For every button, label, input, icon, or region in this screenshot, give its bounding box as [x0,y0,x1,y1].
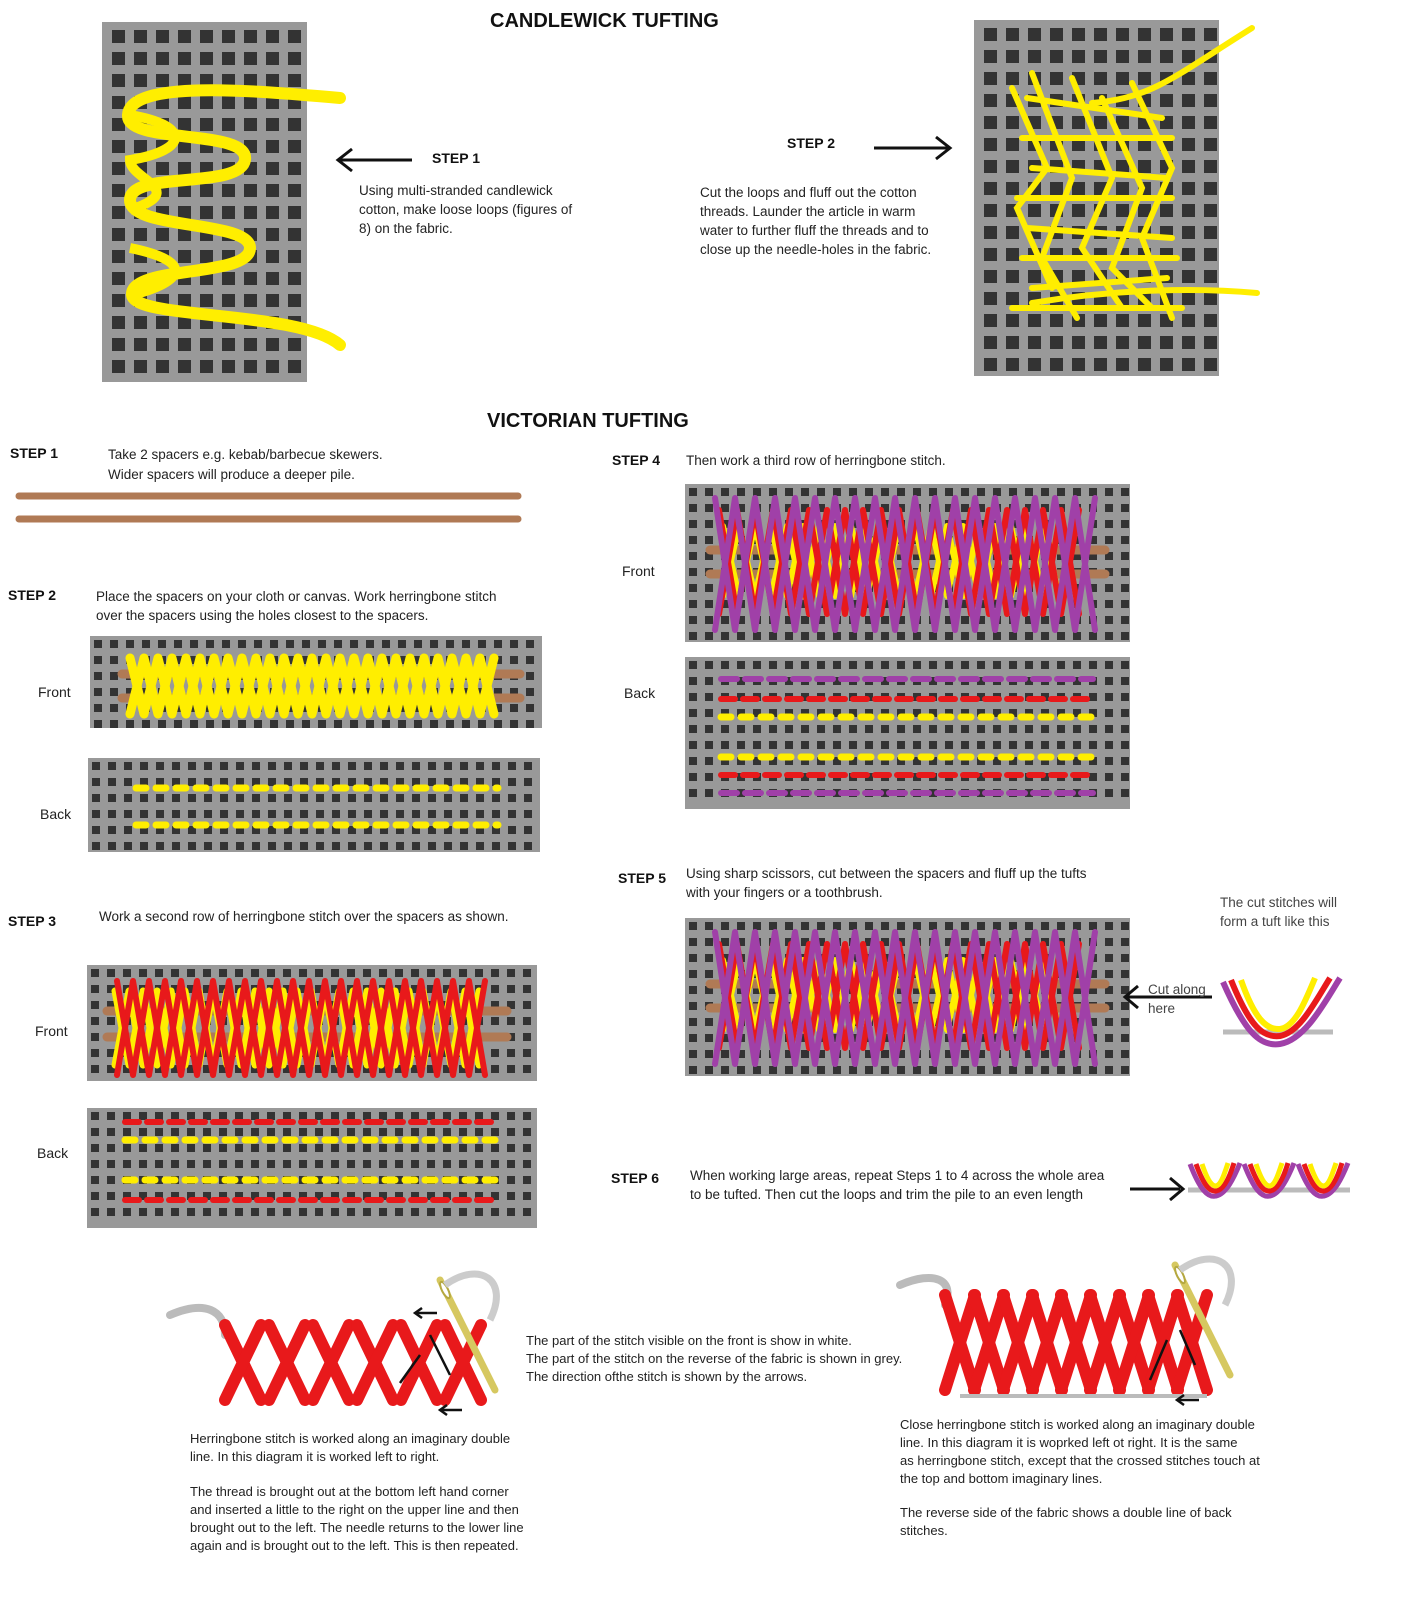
cut-arrow [1122,984,1212,1010]
cw-step1-label: STEP 1 [432,150,480,166]
chb-desc-b2: stitches. [900,1523,948,1538]
legend-line-1: The part of the stitch visible on the fr… [526,1333,852,1348]
close-herringbone-diagram [896,1255,1235,1407]
step4-back-canvas [685,657,1130,809]
vt-step3-label: STEP 3 [8,913,56,929]
vt-step2-line1: Place the spacers on your cloth or canva… [96,589,497,604]
victorian-title: VICTORIAN TUFTING [487,410,689,432]
hb-desc-b1: The thread is brought out at the bottom … [190,1484,509,1499]
vt-step6-line2: to be tufted. Then cut the loops and tri… [690,1187,1084,1202]
herringbone-diagram [166,1270,500,1417]
s2-back-label: Back [40,806,72,822]
step3-back-canvas [87,1108,537,1228]
step4-front-canvas [685,484,1130,642]
step5-canvas [685,918,1130,1076]
vt-step2-line2: over the spacers using the holes closest… [96,608,429,623]
step6-arrow [1130,1176,1186,1202]
step3-front-canvas [87,965,537,1081]
vt-step4-text: Then work a third row of herringbone sti… [686,453,946,468]
vt-step5-label: STEP 5 [618,870,666,886]
cw-step2-text: Cut the loops and fluff out the cotton t… [700,185,932,257]
tuft-label-2: form a tuft like this [1220,914,1330,929]
chb-desc-a1: Close herringbone stitch is worked along… [900,1417,1255,1432]
s3-front-label: Front [35,1023,68,1039]
step6-tufts [1187,1162,1351,1199]
hb-desc-b4: again and is brought out to the left. Th… [190,1538,519,1553]
vt-step5-line1: Using sharp scissors, cut between the sp… [686,866,1087,881]
chb-desc-a2: line. In this diagram it is woprked left… [900,1435,1238,1450]
candlewick-step2-canvas [974,20,1260,376]
cut-label-2: here [1148,1001,1176,1016]
s2-front-label: Front [38,684,71,700]
hb-desc-b3: brought out to the left. The needle retu… [190,1520,524,1535]
chb-desc-a4: the top and bottom imaginary lines. [900,1471,1103,1486]
chb-desc-a3: as herringbone stitch, except that the c… [900,1453,1260,1468]
vt-step6-line1: When working large areas, repeat Steps 1… [690,1168,1105,1183]
chb-desc-b1: The reverse side of the fabric shows a d… [900,1505,1232,1520]
vt-step1-line1: Take 2 spacers e.g. kebab/barbecue skewe… [108,447,383,462]
cw-step1-arrow [335,147,412,173]
vt-step6-label: STEP 6 [611,1170,659,1186]
hb-desc-a1: Herringbone stitch is worked along an im… [190,1431,511,1446]
cw-step2-label: STEP 2 [787,135,835,151]
candlewick-step1-canvas [102,22,346,382]
vt-step1-line2: Wider spacers will produce a deeper pile… [108,467,355,482]
cut-label-1: Cut along [1148,982,1206,997]
s3-back-label: Back [37,1145,69,1161]
tuft-label-1: The cut stitches will [1220,895,1338,910]
vt-step3-text: Work a second row of herringbone stitch … [99,909,509,924]
hb-desc-b2: and inserted a little to the right on th… [190,1502,519,1517]
s4-front-label: Front [622,563,655,579]
step2-back-canvas [88,758,540,852]
legend-line-3: The direction ofthe stitch is shown by t… [526,1369,808,1384]
step2-front-canvas [90,636,542,728]
tuft-diagram [1220,976,1343,1048]
vt-step5-line2: with your fingers or a toothbrush. [686,885,883,900]
s4-back-label: Back [624,685,656,701]
vt-step1-label: STEP 1 [10,445,58,461]
vt-step2-label: STEP 2 [8,587,56,603]
hb-desc-a2: line. In this diagram it is worked left … [190,1449,440,1464]
legend-line-2: The part of the stitch on the reverse of… [526,1351,903,1366]
cw-step2-arrow [874,135,953,161]
spacers [15,492,522,523]
candlewick-title: CANDLEWICK TUFTING [490,10,719,32]
cw-step1-text: Using multi-stranded candlewick cotton, … [359,183,573,236]
vt-step4-label: STEP 4 [612,452,660,468]
